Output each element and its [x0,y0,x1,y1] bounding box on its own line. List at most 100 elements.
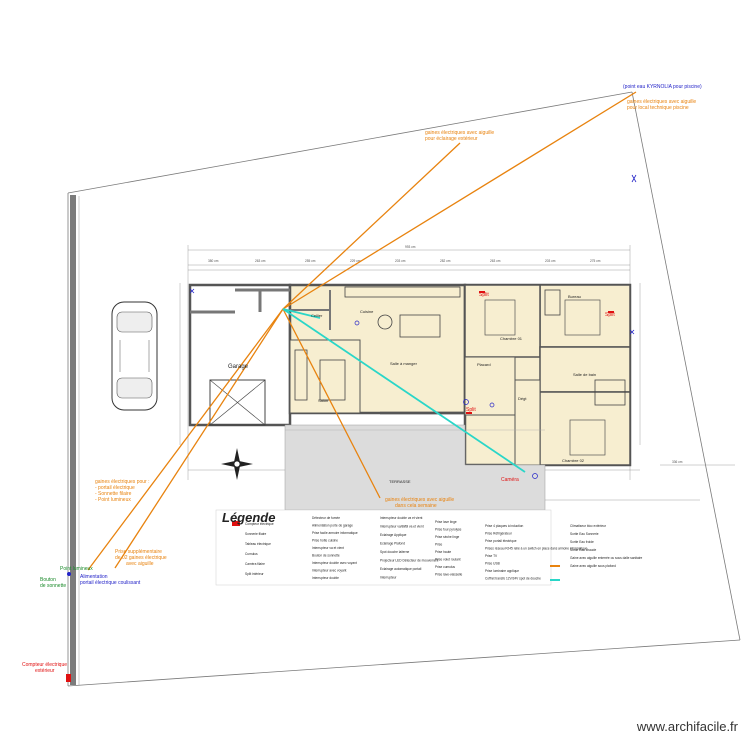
note-compteur-line2: extérieur [35,668,55,674]
note-gaines-local-line1: gaines électriques avec aiguille [627,99,696,105]
svg-text:282 cm: 282 cm [440,259,451,263]
cable-lines-teal [282,308,526,473]
note-gaines-eclairage-line2: pour éclairage extérieur [425,136,478,142]
note-compteur-line1: Compteur électrique [22,662,67,668]
note-gaines-terrasse-line1: gaines électriques avec aiguille [385,497,454,503]
svg-text:993 cm: 993 cm [405,245,416,249]
note-kyrnolia: (point eau KYRNOLIA pour piscine) [623,84,702,90]
legend-title: Légende [222,510,275,525]
legend-item: Prise portail électrique [485,539,517,543]
legend-item: Gaine avec aiguille sous plafond [570,564,616,568]
note-alimentation-line1: Alimentation [80,574,108,580]
legend-item: Interrupteur [380,576,397,580]
legend-item: Interrupteur double avec voyant [312,561,357,565]
note-gaines-portail-line3: - Sonnette filaire [95,491,132,497]
note-alimentation-line2: portail électrique coulissant [80,580,141,586]
legend-item: Sortie Eau Sonnerie [570,532,599,536]
legend-item: Projecteur LED Détecteur de mouvement [380,559,438,563]
svg-text:255 cm: 255 cm [305,259,316,263]
legend-item: Interrupteur double va et vient [380,516,422,520]
svg-text:229 cm: 229 cm [350,259,361,263]
room-sdb: Salle de bain [573,372,596,377]
legend-item: Sortie Eau froide [570,540,594,544]
legend-item: Bouton de sonnette [312,554,340,558]
note-bouton-line2: de sonnette [40,583,66,589]
svg-text:336 cm: 336 cm [672,460,683,464]
legend-item: Prise four pyrolyse [435,528,462,532]
legend-item: Caméra filaire [245,562,265,566]
legend-item: Prise cumulus [435,565,455,569]
room-chambre2: Chambre 02 [562,458,585,463]
property-boundary [67,91,741,687]
cable-lines-orange [87,91,637,571]
room-cuisine: Cuisine [360,309,374,314]
legend-item: Cumulus [245,552,258,556]
legend-item: Prise facile armoire informatique [312,531,358,535]
legend-item: Eclairage automatique portail [380,567,422,571]
note-gaines-portail-line4: - Point lumineux [95,497,131,503]
legend-item: Climatiseur bloc extérieur [570,524,607,528]
legend-item: Interrupteur avec voyant [312,569,346,573]
legend-item: Prise hotte cuisine [312,539,338,543]
svg-text:380 cm: 380 cm [208,259,219,263]
note-gaines-eclairage-line1: gaines électriques avec aiguille [425,130,494,136]
legend-item: Prise [435,543,442,547]
svg-text:203 cm: 203 cm [395,259,406,263]
car-icon [111,301,158,411]
markers [354,320,538,479]
legend-item: Interrupteur va et vient [312,546,344,550]
legend-item: Prise lave linge [435,520,457,524]
note-point-lumineux: Point lumineux [60,566,93,572]
room-garage: Garage [228,364,249,370]
room-chambre1: Chambre 01 [500,336,523,341]
note-gaines-local-line2: pour local technique piscine [627,105,689,111]
split-tag-2: Split [605,312,615,318]
svg-text:203 cm: 203 cm [545,259,556,263]
legend-item: Sortie Eau chaude [570,548,596,552]
room-salon: Salon [318,398,328,403]
legend-item: Prise Réfrigérateur [485,532,513,536]
legend-item: Prise volet roulant [435,558,461,562]
boundary-wall [70,195,76,685]
legend-item: Interrupteur va/Bl/Bl va et vient [380,525,424,529]
legend-item: Prise USB [485,562,500,566]
legend-item: Eclairage Plafond [380,542,405,546]
legend-item: Compteur électrique [245,522,274,526]
camera-tag: Caméra [501,477,519,483]
note-gaines-portail-line2: - portail électrique [95,485,135,491]
legend-item: Prise 4 plaques à induction [485,524,524,528]
note-gaines-portail-line1: gaines électriques pour : [95,479,149,485]
legend-item: Détecteur de fumée [312,516,340,520]
legend-item: Eclairage Applique [380,533,407,537]
building [188,283,632,467]
note-prise-supp-line2: de 02 gaines électrique [115,555,167,561]
legend-item: Sonnerie filaire [245,532,266,536]
legend-item: Prise lave-vaisselle [435,573,463,577]
compass-rose-icon [221,448,253,480]
legend-item: Alimentation porte de garage [312,524,353,528]
svg-text:263 cm: 263 cm [255,259,266,263]
note-prise-supp-line1: Prise supplémentaire [115,549,162,555]
note-bouton-line1: Bouton [40,577,56,583]
meter-marker [66,674,71,682]
note-prise-supp-line3: avec aiguille [126,561,154,567]
room-cellier: Cellier [311,313,323,318]
room-bureau: Bureau [568,294,581,299]
legend-item: Coffret transfo 12V/24V spot de douche [485,577,541,581]
split-tag-1: Split [479,292,489,298]
legend-item: Prises réseau RJ45 relié à un switch en … [485,547,588,551]
room-salle-manger: Salle à manger [390,361,418,366]
watermark: www.archifacile.fr [636,719,738,734]
room-degagement: Dégt [518,396,527,401]
note-gaines-terrasse-line2: dans cela semaine [395,503,437,509]
legend-item: Gaine avec aiguille enterrée ou sous dal… [570,556,643,560]
bell-button-marker [67,572,71,576]
legend-item: Tableau électrique [245,542,271,546]
gas-markers [189,174,637,335]
legend-item: Split intérieur [245,572,265,576]
legend-item: Prise haute [435,550,451,554]
legend-item: Spot douche laiterne [380,550,409,554]
